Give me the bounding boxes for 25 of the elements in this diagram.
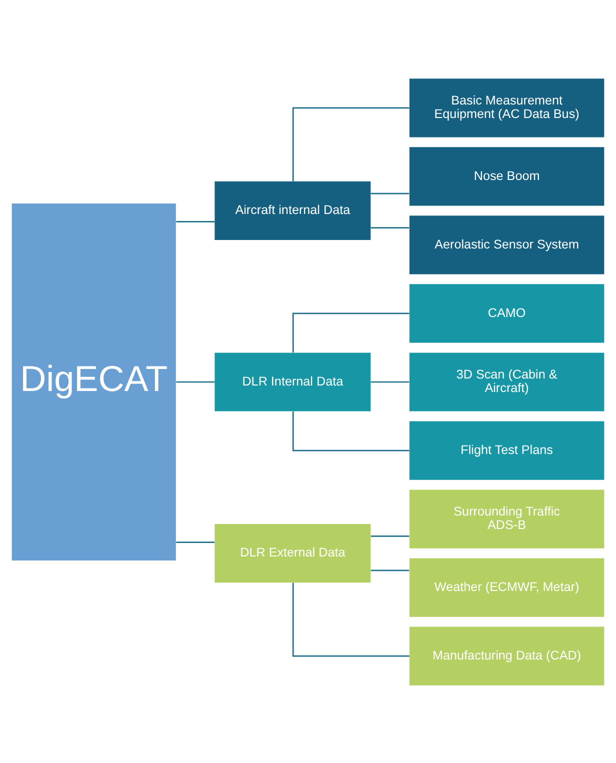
node-box: DLR Internal Data <box>214 352 371 411</box>
connector <box>176 541 215 542</box>
connector <box>292 106 410 181</box>
connector <box>370 226 410 228</box>
node-box: Nose Boom <box>409 146 604 206</box>
connector <box>370 192 410 194</box>
connector <box>370 535 410 536</box>
node-box: Manufacturing Data (CAD) <box>409 626 604 685</box>
connector <box>292 582 410 656</box>
connector <box>292 410 410 451</box>
node-box: Weather (ECMWF, Metar) <box>409 558 604 616</box>
connector <box>370 569 410 571</box>
node-box: Aerolastic Sensor System <box>409 215 604 274</box>
node-box: Aircraft internal Data <box>214 180 371 240</box>
node-box: Flight Test Plans <box>409 420 604 480</box>
connector <box>176 220 215 222</box>
connector <box>176 380 215 382</box>
node-box: DLR External Data <box>214 524 371 582</box>
connector <box>370 380 410 382</box>
node-box: Basic Measurement Equipment (AC Data Bus) <box>409 78 604 137</box>
connector <box>292 312 410 352</box>
node-box: Surrounding Traffic ADS-B <box>409 489 604 548</box>
node-box: DigECAT <box>12 202 176 560</box>
node-box: CAMO <box>409 284 604 342</box>
node-box: 3D Scan (Cabin & Aircraft) <box>409 352 604 411</box>
